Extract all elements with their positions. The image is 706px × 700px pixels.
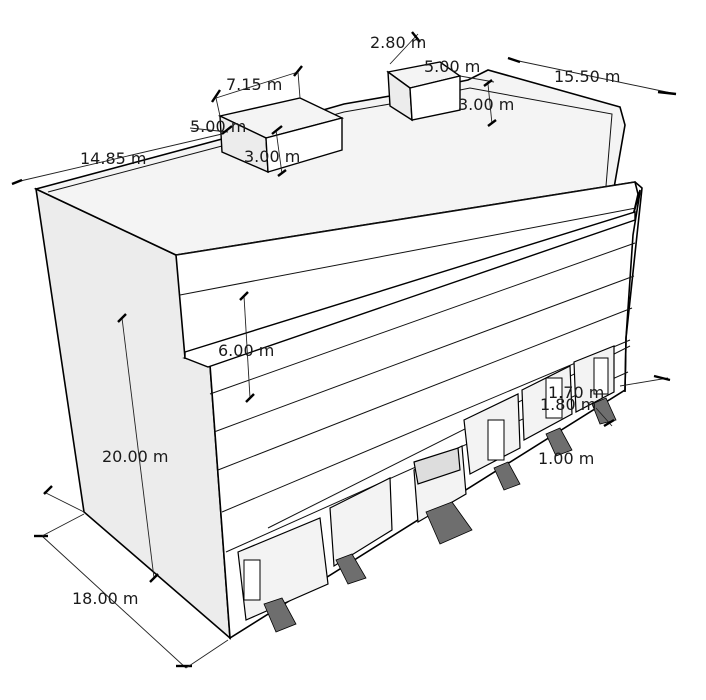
- ground-floor-bays: [237, 345, 615, 621]
- label-box2-depth: 3.00 m: [458, 95, 514, 114]
- label-setback: 6.00 m: [218, 341, 274, 360]
- lower-front-wall: [182, 189, 641, 640]
- label-door-c: 1.00 m: [538, 449, 594, 468]
- label-box2-height: 2.80 m: [370, 33, 426, 52]
- label-box1-height: 3.00 m: [244, 147, 300, 166]
- rooftop-box-1: [217, 97, 345, 174]
- label-depth-top: 14.85 m: [80, 149, 146, 168]
- label-box2-width: 5.00 m: [424, 57, 480, 76]
- dimension-lines: [11, 31, 677, 669]
- setback-ledge: [184, 211, 636, 368]
- label-height: 20.00 m: [102, 447, 168, 466]
- label-door-a: 1.70 m: [548, 383, 604, 402]
- entry-stairs: [263, 397, 617, 633]
- label-door-b: 1.80 m: [540, 395, 596, 414]
- label-depth-side: 18.00 m: [72, 589, 138, 608]
- label-box1-depth: 5.00 m: [190, 117, 246, 136]
- label-width-front: 15.50 m: [554, 67, 620, 86]
- label-box1-width: 7.15 m: [226, 75, 282, 94]
- rooftop-box-2: [386, 61, 462, 122]
- dimension-labels: 15.50 m 14.85 m 18.00 m 20.00 m 6.00 m 7…: [72, 33, 620, 608]
